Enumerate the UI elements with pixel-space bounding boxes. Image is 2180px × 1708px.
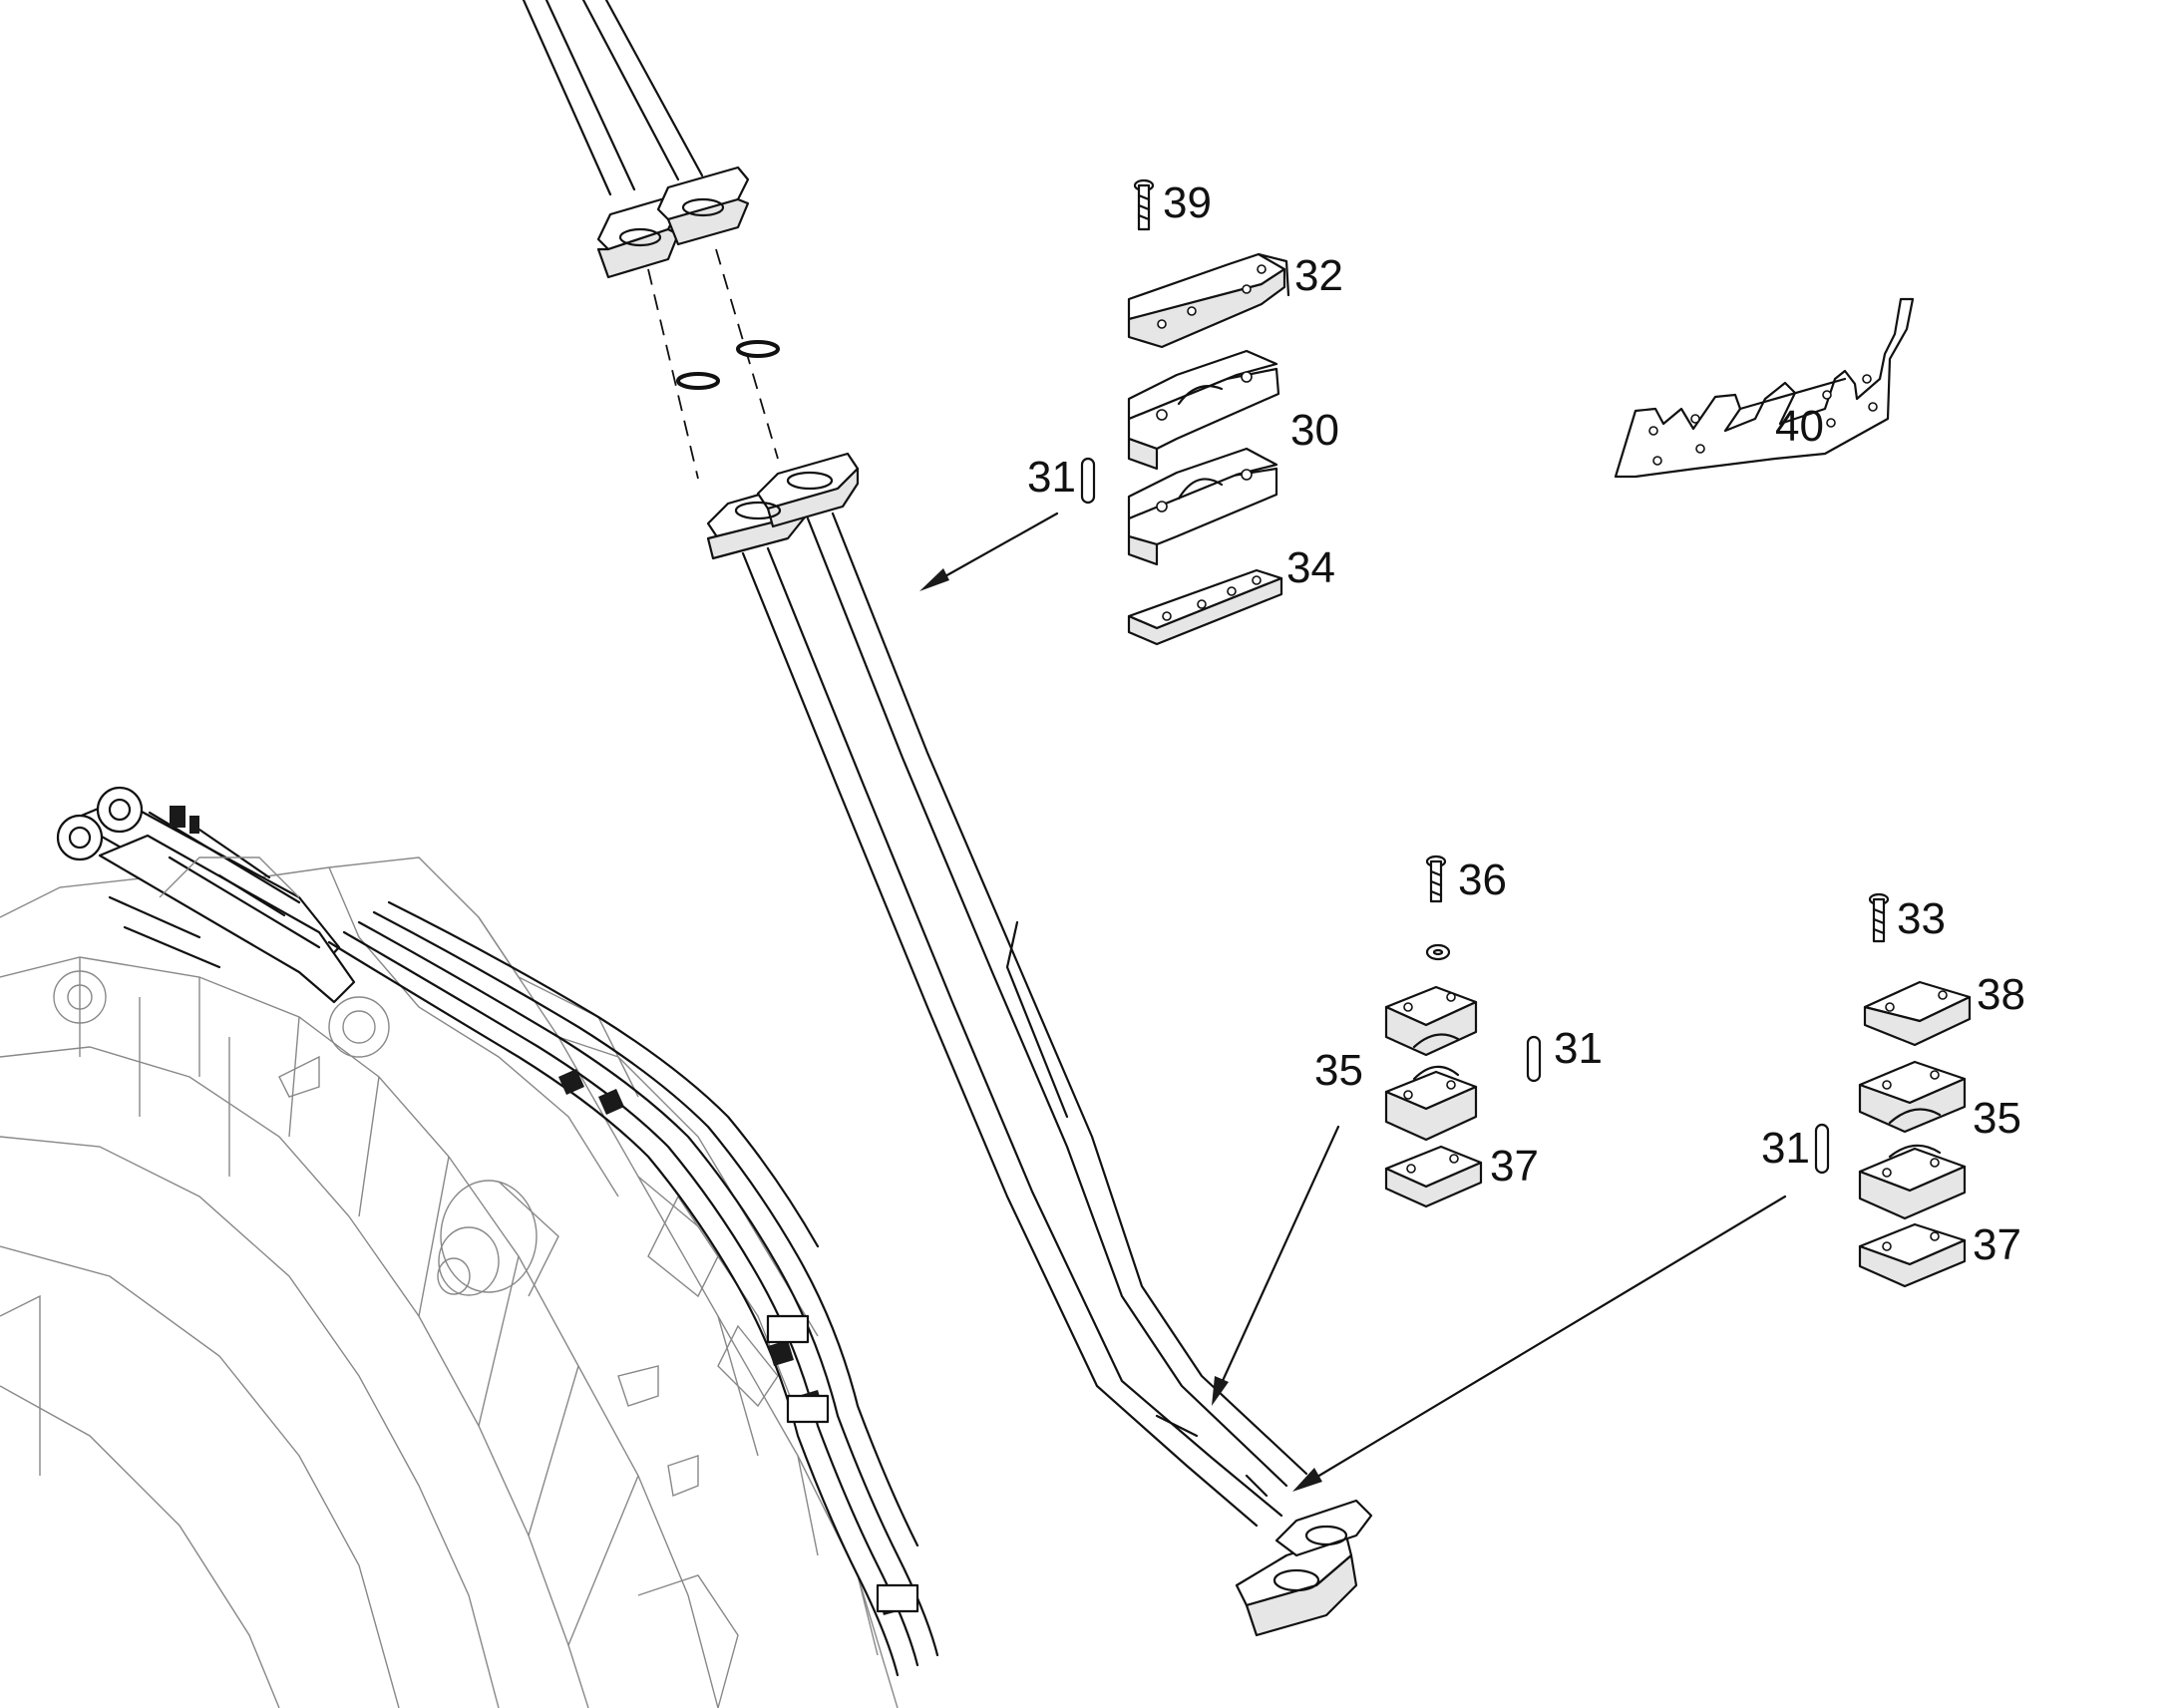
main-pipe bbox=[706, 452, 1373, 1637]
bolt-36-icon bbox=[1425, 854, 1447, 903]
upper-pipe-pair bbox=[522, 0, 750, 279]
callout-35-mid: 35 bbox=[1314, 1046, 1363, 1095]
clamp-halves-30-icon bbox=[1127, 349, 1280, 566]
callout-37-mid: 37 bbox=[1490, 1142, 1539, 1191]
callout-38: 38 bbox=[1977, 970, 2025, 1019]
clamp-group-b bbox=[1384, 854, 1542, 1208]
clamp-group-a bbox=[1080, 178, 1290, 646]
callout-31-top: 31 bbox=[1027, 453, 1076, 502]
dowel-pin-31c-icon bbox=[1814, 1123, 1830, 1175]
clamp-halves-35b-icon bbox=[1858, 1060, 1967, 1220]
callout-labels: 39 32 30 31 34 40 36 33 38 31 35 35 31 3… bbox=[1027, 178, 2025, 1269]
washer-icon bbox=[1425, 943, 1451, 961]
cover-plate-32-icon bbox=[1127, 252, 1290, 349]
callout-37-right: 37 bbox=[1973, 1220, 2021, 1269]
callout-31-right: 31 bbox=[1761, 1124, 1810, 1173]
callout-32: 32 bbox=[1294, 251, 1343, 300]
o-ring-seals bbox=[647, 248, 780, 480]
base-plate-37b-icon bbox=[1858, 1222, 1967, 1288]
boom-hose-lines bbox=[327, 900, 939, 1677]
clamp-halves-35a-icon bbox=[1384, 985, 1478, 1142]
base-plate-37a-icon bbox=[1384, 1145, 1483, 1208]
cover-plate-38-icon bbox=[1863, 980, 1972, 1047]
leader-arrows bbox=[919, 512, 1787, 1492]
callout-30: 30 bbox=[1290, 406, 1339, 455]
clamp-group-c bbox=[1814, 892, 1972, 1288]
bolt-33-icon bbox=[1868, 892, 1890, 943]
callout-35-right: 35 bbox=[1973, 1094, 2021, 1143]
bolt-39-icon bbox=[1133, 178, 1155, 231]
dowel-pin-31a-icon bbox=[1080, 457, 1096, 505]
callout-31-mid: 31 bbox=[1554, 1024, 1603, 1073]
callout-34: 34 bbox=[1286, 543, 1335, 592]
callout-39: 39 bbox=[1163, 178, 1212, 227]
hose-bracket-40-icon bbox=[1614, 297, 1915, 479]
boom-structure bbox=[0, 856, 899, 1708]
dowel-pin-31b-icon bbox=[1526, 1035, 1542, 1083]
boom-cylinders bbox=[56, 786, 356, 1004]
callout-40: 40 bbox=[1775, 402, 1824, 451]
callout-36: 36 bbox=[1458, 855, 1507, 904]
callout-33: 33 bbox=[1897, 894, 1946, 943]
base-plate-34-icon bbox=[1127, 568, 1283, 646]
